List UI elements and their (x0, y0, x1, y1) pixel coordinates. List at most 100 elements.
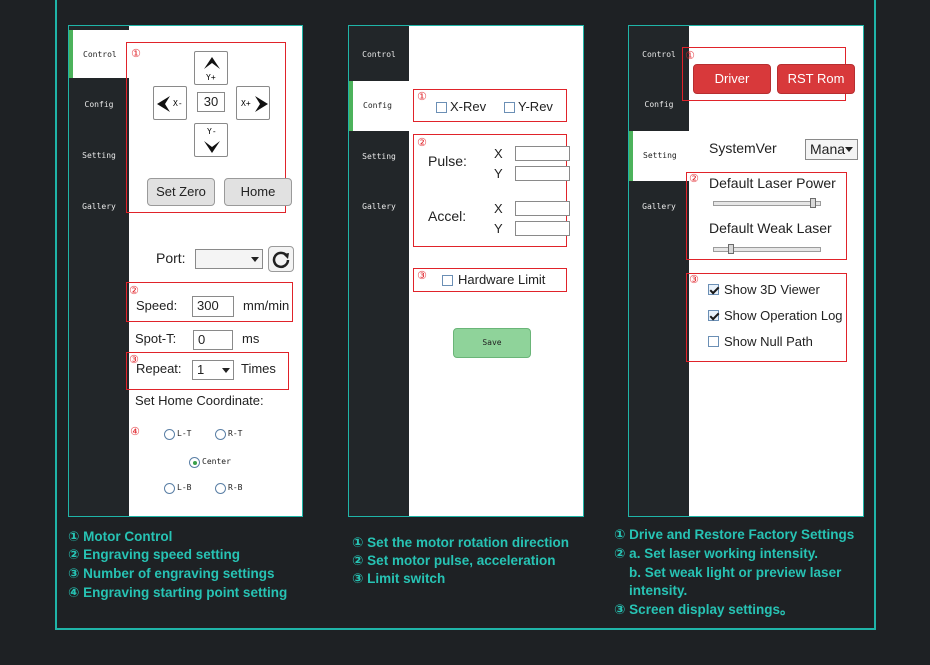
jog-step-input[interactable]: 30 (197, 92, 225, 112)
pulse-x-label: X (494, 146, 503, 161)
home-button[interactable]: Home (224, 178, 292, 206)
port-select[interactable] (195, 249, 263, 269)
jog-x-plus-button[interactable]: X+ (236, 86, 270, 120)
caption-line: intensity. (614, 583, 688, 598)
rst-rom-button[interactable]: RST Rom (777, 64, 855, 94)
motor-control-box (126, 42, 286, 213)
arrow-up-icon (204, 57, 220, 69)
laser-power-slider[interactable] (713, 201, 821, 206)
repeat-label: Repeat: (136, 361, 182, 376)
port-label: Port: (156, 250, 186, 266)
accel-label: Accel: (428, 208, 467, 224)
spot-unit: ms (242, 331, 260, 346)
radio-right-top-label: R-T (228, 429, 243, 438)
weak-laser-label: Default Weak Laser (709, 220, 832, 236)
pulse-accel-box (413, 134, 567, 247)
refresh-icon (272, 251, 290, 269)
radio-right-top[interactable] (215, 429, 226, 440)
pulse-label: Pulse: (428, 153, 467, 169)
show-3d-viewer-label: Show 3D Viewer (724, 282, 820, 297)
laser-intensity-box (686, 172, 847, 260)
hardware-limit-label: Hardware Limit (458, 272, 546, 287)
system-ver-select[interactable]: Mana (805, 139, 858, 160)
outer-frame (55, 0, 876, 630)
caption-line: ① Set the motor rotation direction (352, 535, 569, 550)
tab-config[interactable]: Config (644, 100, 674, 109)
weak-laser-slider-thumb[interactable] (728, 244, 735, 254)
chevron-down-icon (845, 147, 853, 152)
display-settings-box (686, 273, 847, 362)
system-ver-label: SystemVer (709, 140, 777, 156)
repeat-select[interactable]: 1 (192, 360, 234, 380)
config-panel: Control Config Setting Gallery ① X-Rev Y… (348, 25, 584, 517)
accel-x-label: X (494, 201, 503, 216)
show-3d-viewer-checkbox[interactable] (708, 284, 719, 295)
show-operation-log-label: Show Operation Log (724, 308, 843, 323)
sidebar (629, 26, 689, 516)
pulse-y-label: Y (494, 166, 503, 181)
x-minus-label: X- (173, 99, 183, 108)
pulse-y-input[interactable] (515, 166, 570, 181)
weak-laser-slider[interactable] (713, 247, 821, 252)
caption-line: ① Drive and Restore Factory Settings (614, 527, 855, 542)
caption-line: ③ Limit switch (352, 571, 446, 586)
x-rev-label: X-Rev (450, 99, 487, 114)
x-plus-label: X+ (241, 99, 251, 108)
show-operation-log-checkbox[interactable] (708, 310, 719, 321)
y-plus-label: Y+ (206, 73, 216, 82)
caption-line: ④ Engraving starting point setting (68, 585, 288, 600)
radio-center-label: Center (202, 457, 231, 466)
badge-3: ③ (129, 354, 139, 366)
badge-3: ③ (689, 274, 699, 286)
set-zero-button[interactable]: Set Zero (147, 178, 215, 206)
badge-4: ④ (130, 426, 140, 438)
caption-line: ① Motor Control (68, 529, 173, 544)
radio-center[interactable] (189, 457, 200, 468)
refresh-port-button[interactable] (268, 246, 294, 272)
y-minus-label: Y- (207, 127, 217, 136)
badge-3: ③ (417, 270, 427, 282)
badge-1: ① (417, 91, 427, 103)
tab-setting[interactable]: Setting (629, 131, 689, 181)
badge-2: ② (129, 285, 139, 297)
chevron-down-icon (222, 368, 230, 373)
radio-left-top[interactable] (164, 429, 175, 440)
radio-left-bottom[interactable] (164, 483, 175, 494)
tab-control[interactable]: Control (362, 50, 396, 59)
save-button[interactable]: Save (453, 328, 531, 358)
caption-line: ② Set motor pulse, acceleration (352, 553, 556, 568)
speed-input[interactable]: 300 (192, 296, 234, 317)
radio-right-bottom[interactable] (215, 483, 226, 494)
tab-config[interactable]: Config (349, 81, 409, 131)
accel-y-input[interactable] (515, 221, 570, 236)
speed-label: Speed: (136, 298, 178, 313)
control-panel: Control Config Setting Gallery ① Y+ X- 3… (68, 25, 303, 517)
driver-button[interactable]: Driver (693, 64, 771, 94)
spot-input[interactable]: 0 (193, 330, 233, 350)
limit-switch-box (413, 268, 567, 292)
y-rev-checkbox[interactable] (504, 102, 515, 113)
sidebar (69, 26, 129, 516)
laser-power-slider-thumb[interactable] (809, 198, 816, 208)
speed-box (126, 282, 293, 322)
tab-setting[interactable]: Setting (82, 151, 116, 160)
x-rev-checkbox[interactable] (436, 102, 447, 113)
accel-x-input[interactable] (515, 201, 570, 216)
tab-gallery[interactable]: Gallery (82, 202, 116, 211)
caption-line: ③ Screen display settings。 (614, 602, 794, 617)
badge-1: ① (131, 48, 141, 60)
tab-setting[interactable]: Setting (362, 152, 396, 161)
tab-control[interactable]: Control (642, 50, 676, 59)
arrow-down-icon (204, 141, 220, 153)
jog-x-minus-button[interactable]: X- (153, 86, 187, 120)
hardware-limit-checkbox[interactable] (442, 275, 453, 286)
jog-y-minus-button[interactable]: Y- (194, 123, 228, 157)
tab-control[interactable]: Control (69, 30, 129, 78)
jog-y-plus-button[interactable]: Y+ (194, 51, 228, 85)
show-null-path-checkbox[interactable] (708, 336, 719, 347)
tab-gallery[interactable]: Gallery (362, 202, 396, 211)
pulse-x-input[interactable] (515, 146, 570, 161)
tab-config[interactable]: Config (84, 100, 114, 109)
caption-line: ② Engraving speed setting (68, 547, 240, 562)
tab-gallery[interactable]: Gallery (642, 202, 676, 211)
